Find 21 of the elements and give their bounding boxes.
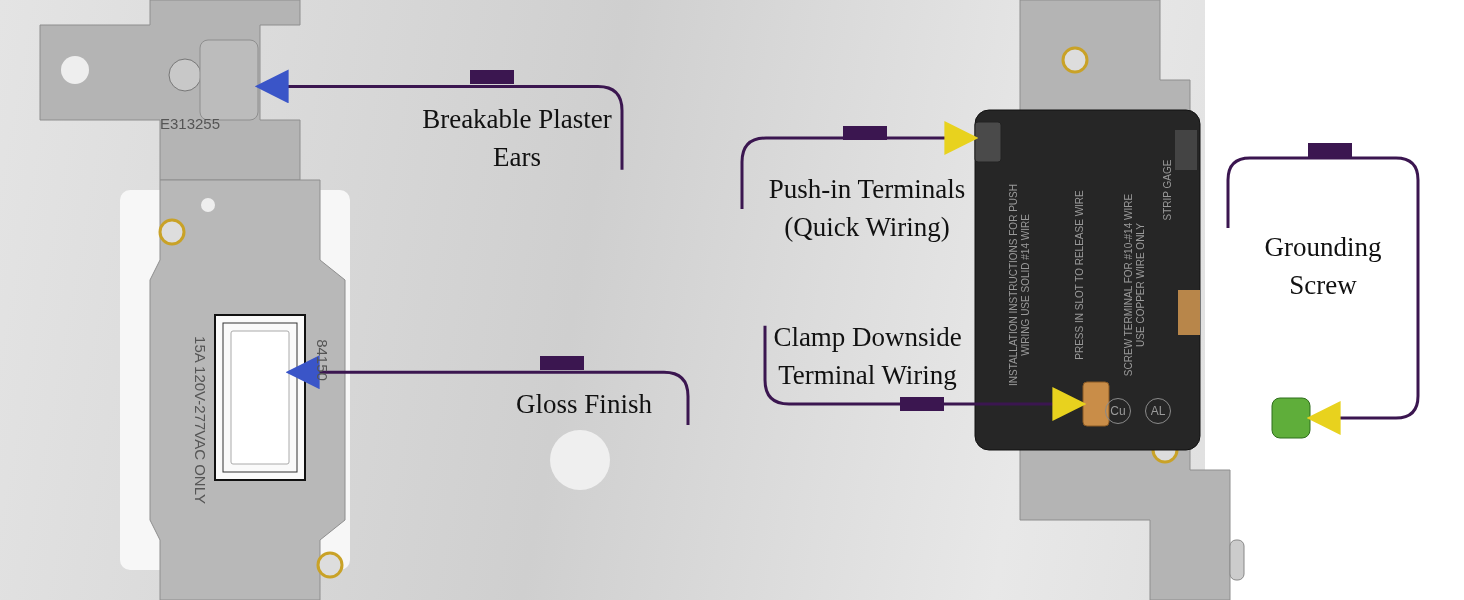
model-marking: 84150 — [313, 339, 331, 381]
callout-text: Push-in Terminals (Quick Wiring) — [742, 170, 992, 248]
instruction-text: INSTALLATION INSTRUCTIONS FOR PUSH WIRING USE SOLID #14 WIRE — [1008, 183, 1032, 388]
instruction-text: PRESS IN SLOT TO RELEASE WIRE — [1074, 189, 1086, 362]
callout-text: Grounding Screw — [1228, 228, 1418, 310]
device-marking: E313255 — [160, 115, 221, 132]
callout-text: Gloss Finish — [480, 385, 688, 425]
leader-line — [254, 69, 624, 170]
strip-gage-marking: STRIP GAGE — [1162, 158, 1174, 223]
callout-text: Breakable Plaster Ears — [412, 100, 622, 175]
rating-marking: 15A 120V-277VAC ONLY — [191, 336, 209, 504]
leader-line — [285, 355, 690, 425]
grounding-screw — [1271, 397, 1311, 439]
toggle-lever — [230, 330, 290, 465]
leader-line — [1226, 156, 1420, 435]
instruction-text: SCREW TERMINAL FOR #10-#14 WIRE USE COPPER WIRE ONLY — [1123, 192, 1147, 379]
clamp-terminal — [1082, 381, 1110, 427]
push-in-terminal — [974, 121, 1002, 163]
leader-line — [763, 325, 1087, 421]
plaster-ear — [199, 39, 259, 121]
callout-text: Clamp Downside Terminal Wiring — [765, 318, 970, 396]
